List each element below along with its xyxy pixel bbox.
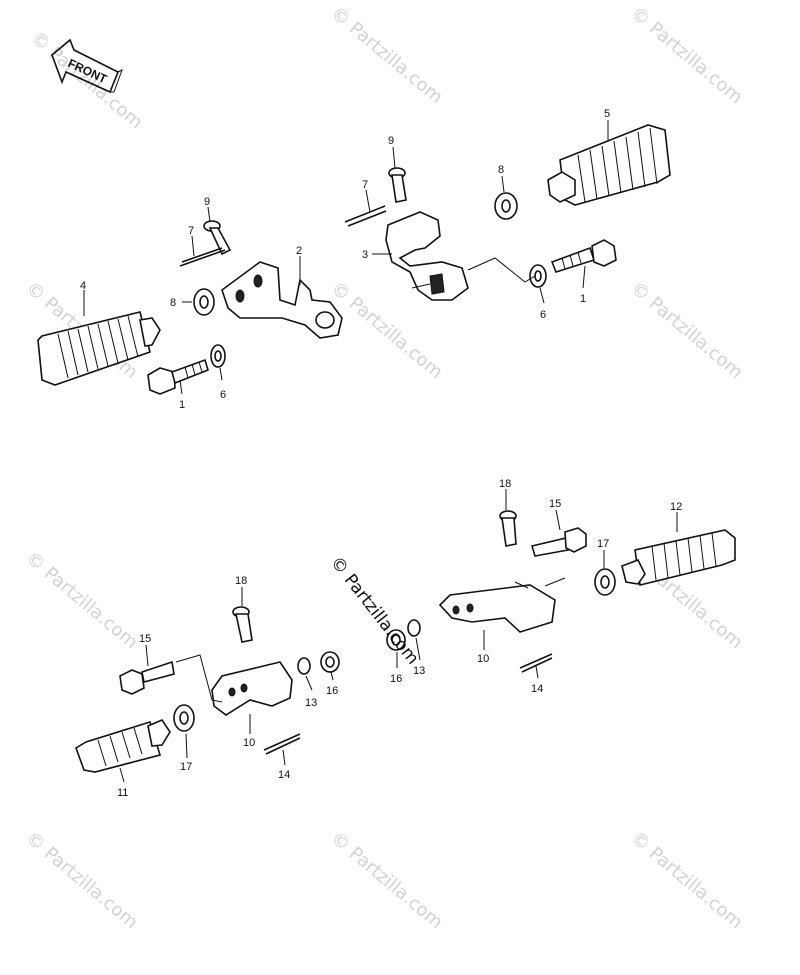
lock-washer-6 bbox=[529, 264, 547, 288]
watermark-text: © Partzilla.com bbox=[22, 828, 142, 933]
washer-8 bbox=[193, 288, 215, 316]
center-watermark: © Partzilla.com bbox=[326, 553, 423, 669]
cotter-pin-7 bbox=[179, 247, 226, 267]
callout-1: 1 bbox=[179, 399, 185, 411]
pin-9 bbox=[388, 167, 407, 203]
callout-13: 13 bbox=[413, 665, 425, 677]
watermark-text: © Partzilla.com bbox=[627, 828, 747, 933]
bracket-10 bbox=[438, 584, 556, 633]
bolt-1 bbox=[550, 239, 617, 273]
cotter-pin-14 bbox=[519, 653, 553, 673]
lock-washer-6 bbox=[210, 344, 226, 368]
callout-10: 10 bbox=[243, 737, 255, 749]
washer-17 bbox=[173, 704, 195, 732]
callout-5: 5 bbox=[604, 108, 610, 120]
cotter-pin-7 bbox=[344, 205, 387, 227]
watermark-text: © Partzilla.com bbox=[327, 3, 447, 108]
watermark-text: © Partzilla.com bbox=[22, 548, 142, 653]
callout-17: 17 bbox=[597, 538, 609, 550]
bolt-1 bbox=[147, 358, 209, 395]
washer-13 bbox=[407, 619, 421, 637]
callout-1: 1 bbox=[580, 293, 586, 305]
callout-9: 9 bbox=[204, 196, 210, 208]
callout-10: 10 bbox=[477, 653, 489, 665]
washer-8 bbox=[494, 192, 518, 220]
callout-18: 18 bbox=[499, 478, 511, 490]
callout-8: 8 bbox=[498, 164, 504, 176]
leader-line bbox=[175, 654, 223, 703]
callout-4: 4 bbox=[80, 280, 86, 292]
callout-7: 7 bbox=[188, 225, 194, 237]
nut-16 bbox=[320, 651, 340, 673]
callout-11: 11 bbox=[117, 787, 128, 799]
footpeg-bracket-2 bbox=[221, 261, 343, 339]
nut-16 bbox=[386, 629, 406, 651]
watermark-text: © Partzilla.com bbox=[27, 28, 147, 133]
callout-15: 15 bbox=[139, 633, 151, 645]
callout-8: 8 bbox=[170, 297, 176, 309]
footpeg-rubber-5 bbox=[547, 124, 671, 206]
callout-12: 12 bbox=[670, 501, 682, 513]
callout-15: 15 bbox=[549, 498, 561, 510]
callout-17: 17 bbox=[180, 761, 192, 773]
leader-line bbox=[514, 577, 566, 589]
watermark-text: © Partzilla.com bbox=[627, 3, 747, 108]
callout-9: 9 bbox=[388, 135, 394, 147]
callout-labels: 4 2 3 5 9 7 8 1 6 9 7 8 1 6 18 15 12 17 … bbox=[80, 108, 682, 799]
bracket-10 bbox=[211, 661, 293, 716]
pin-18 bbox=[499, 510, 517, 547]
callout-13: 13 bbox=[305, 697, 317, 709]
footpeg-rubber-4 bbox=[37, 311, 161, 386]
callout-leaders bbox=[83, 120, 678, 783]
footpeg-bracket-3 bbox=[385, 211, 469, 301]
footpeg-12 bbox=[621, 529, 736, 586]
footpeg-11 bbox=[75, 719, 171, 773]
bolt-15 bbox=[119, 660, 175, 695]
cotter-pin-14 bbox=[263, 733, 301, 755]
callout-16: 16 bbox=[390, 673, 402, 685]
washer-17 bbox=[594, 568, 616, 596]
callout-3: 3 bbox=[362, 249, 368, 261]
callout-2: 2 bbox=[296, 245, 302, 257]
callout-18: 18 bbox=[235, 575, 247, 587]
watermark-text: © Partzilla.com bbox=[627, 278, 747, 383]
washer-13 bbox=[297, 657, 311, 675]
callout-6: 6 bbox=[540, 309, 546, 321]
callout-16: 16 bbox=[326, 685, 338, 697]
pin-18 bbox=[232, 606, 253, 643]
watermark-text: © Partzilla.com bbox=[327, 828, 447, 933]
bolt-15 bbox=[530, 527, 587, 557]
callout-14: 14 bbox=[278, 769, 290, 781]
callout-7: 7 bbox=[362, 179, 368, 191]
callout-14: 14 bbox=[531, 683, 543, 695]
pin-9 bbox=[203, 220, 232, 256]
leader-line bbox=[467, 257, 536, 283]
callout-6: 6 bbox=[220, 389, 226, 401]
